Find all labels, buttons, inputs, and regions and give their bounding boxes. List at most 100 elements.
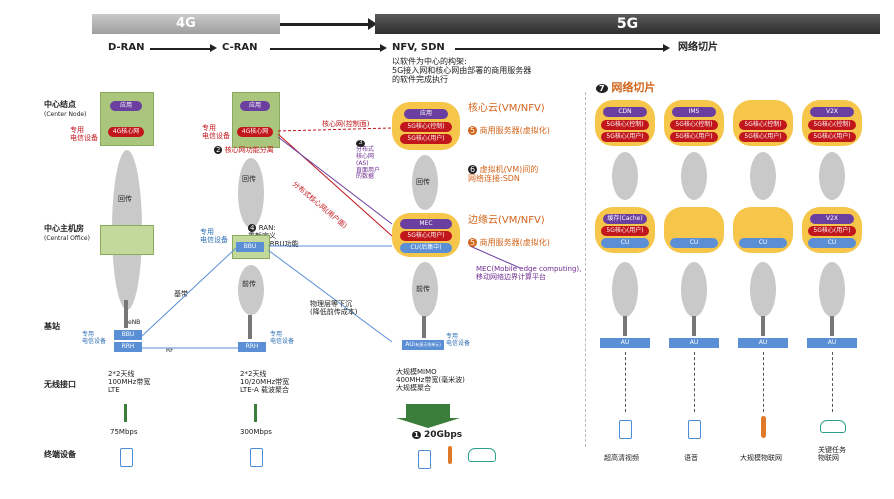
slice-4-label: 关键任务 物联网 [818,446,846,463]
slice-2-label: 语音 [684,454,698,462]
slice-1-backhaul [612,152,638,200]
cran-speed-arrow [254,404,257,422]
dran-rf: RF [166,347,174,354]
row-air-interface: 无线接口 [44,380,76,389]
slice-4-edge-top: V2X [810,214,854,224]
cran-split: 2 核心网功能分离 [214,146,274,154]
slice-1-edge-user: 5G核心(用户) [601,226,649,236]
nfv-backhaul-shape [412,155,438,210]
nfv-desc: 以软件为中心的构架: 5G接入网和核心网由部署的商用服务器 的软件完成执行 [392,57,532,85]
dran-backhaul-label: 回传 [118,195,132,203]
slice-1-au: AU [600,338,650,348]
slice-2-backhaul [681,152,707,200]
slice-1-label: 超高清视频 [604,454,639,462]
cran-bbu: BBU [236,242,264,252]
nfv-fronthaul-shape [412,262,438,317]
nfv-phone-icon [418,450,431,469]
slice-title: 7 网络切片 [596,81,655,95]
nfv-mec: MEC [400,219,452,229]
nfv-fronthaul-label: 前传 [416,285,430,293]
slice-4-car-icon [820,420,846,433]
slice-4-edge-user: 5G核心(用户) [808,226,856,236]
row-terminal: 终端设备 [44,450,76,459]
cran-physical-layer: 物理层等下沉(降低前传成本) [310,300,358,317]
row-base-station: 基站 [44,322,60,331]
band-5g: 5G [375,14,880,34]
cran-tower [248,315,252,339]
dran-tower [124,300,128,328]
slice-2-user: 5G核心(用户) [670,132,718,142]
cran-backhaul-shape [238,158,264,228]
nfv-speed-arrow-head [396,418,460,428]
band-4g: 4G [92,14,280,34]
cran-backhaul-label: 回传 [242,175,256,183]
dran-app: 应用 [110,101,142,111]
dran-dedicated: 专用电信设备 [70,126,98,143]
slice-4-au: AU [807,338,857,348]
slice-3-dash [763,352,764,412]
slice-4-top: V2X [810,107,854,117]
row-central-office-en: (Central Office) [44,235,90,242]
slice-3-thermometer-icon [761,416,766,438]
col-slice: 网络切片 [678,42,718,53]
slice-1-fronthaul [612,262,638,317]
cran-phone-icon [250,448,263,467]
nfv-speed: 1 20Gbps [412,430,463,440]
cran-speed: 300Mbps [240,428,272,436]
nfv-app: 应用 [404,109,448,119]
slice-1-tower [623,316,627,336]
col-nfv: NFV, SDN [392,42,445,53]
nfv-core-cloud-label: 核心云(VM/NFV) [468,103,545,114]
col-arrow-3 [455,48,665,50]
slice-2-ctrl: 5G核心(控制) [670,120,718,130]
row-center-node: 中心结点 [44,100,76,109]
slice-4-cu: CU [808,238,856,248]
slice-4-user: 5G核心(用户) [808,132,856,142]
slice-2-au: AU [669,338,719,348]
cran-dedicated-rrh: 专用电信设备 [270,331,295,345]
slice-1-dash [625,352,626,412]
slice-2-tower [692,316,696,336]
dran-speed-arrow [124,404,127,422]
header-arrow-head [368,18,377,30]
cran-fiber: 基带 [174,290,188,298]
col-dran: D-RAN [108,42,145,53]
nfv-backhaul-label: 回传 [416,178,430,186]
col-arrow-2-head [380,44,387,52]
slice-3-label: 大规模物联网 [740,454,782,462]
slice-2-phone-icon [688,420,701,439]
slice-1-edge-top: 缓存(Cache) [603,214,647,224]
col-cran: C-RAN [222,42,258,53]
slice-3-au: AU [738,338,788,348]
cran-dedicated: 专用电信设备 [202,124,230,141]
cran-mec-note: 3 分布式核心网(AS)直面用户的数据 [356,139,381,181]
slice-divider-1 [585,92,586,447]
slice-3-user: 5G核心(用户) [739,132,787,142]
cran-control-plane: 核心网(控制面) [322,120,370,128]
cran-fronthaul-shape [238,265,264,315]
dran-phone-icon [120,448,133,467]
slice-4-backhaul [819,152,845,200]
dran-dedicated-bs: 专用电信设备 [82,331,107,345]
row-central-office: 中心主机房 [44,224,84,233]
row-center-node-en: (Center Node) [44,111,87,118]
nfv-server: 5 商用服务器(虚拟化) [468,126,550,135]
slice-4-tower [830,316,834,336]
dran-speed: 75Mbps [110,428,138,436]
nfv-mec-desc: MEC(Mobile edge computing),移动网络边界计算平台 [476,265,582,282]
nfv-tower [422,316,426,338]
cran-rrh: RRH [238,342,266,352]
slice-1-ctrl: 5G核心(控制) [601,120,649,130]
cran-core: 4G核心网 [237,127,273,137]
slice-3-fronthaul [750,262,776,317]
slice-2-fronthaul [681,262,707,317]
nfv-thermometer-icon [448,446,452,464]
nfv-speed-arrow [406,404,450,418]
nfv-edge-user: 5G核心(用户) [400,231,452,241]
slice-1-cu: CU [601,238,649,248]
slice-1-user: 5G核心(用户) [601,132,649,142]
slice-1-top: CDN [603,107,647,117]
dran-enb: eNB [128,319,141,326]
